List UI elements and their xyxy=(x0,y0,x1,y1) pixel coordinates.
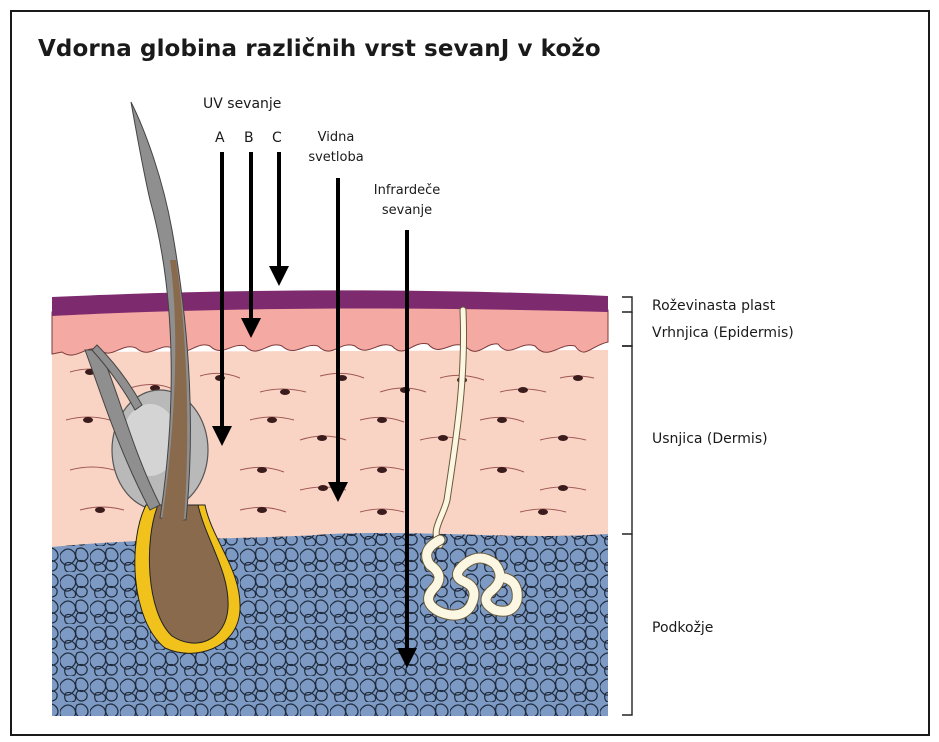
hypodermis-label: Podkožje xyxy=(652,620,713,636)
infrared-label: Infrardeče sevanje xyxy=(362,181,452,221)
uv-radiation-label: UV sevanje xyxy=(203,96,281,112)
visible-light-label: Vidna svetloba xyxy=(296,128,376,168)
dermis-label: Usnjica (Dermis) xyxy=(652,431,768,447)
uv-c-label: C xyxy=(272,130,282,146)
uv-a-label: A xyxy=(215,130,225,146)
uv-c-arrow xyxy=(269,152,289,286)
epidermis-layer xyxy=(52,306,608,355)
layer-brackets xyxy=(622,297,632,715)
stratum-corneum-label: Roževinasta plast xyxy=(652,298,775,314)
uv-b-label: B xyxy=(244,130,254,146)
epidermis-label: Vrhnjica (Epidermis) xyxy=(652,325,794,341)
